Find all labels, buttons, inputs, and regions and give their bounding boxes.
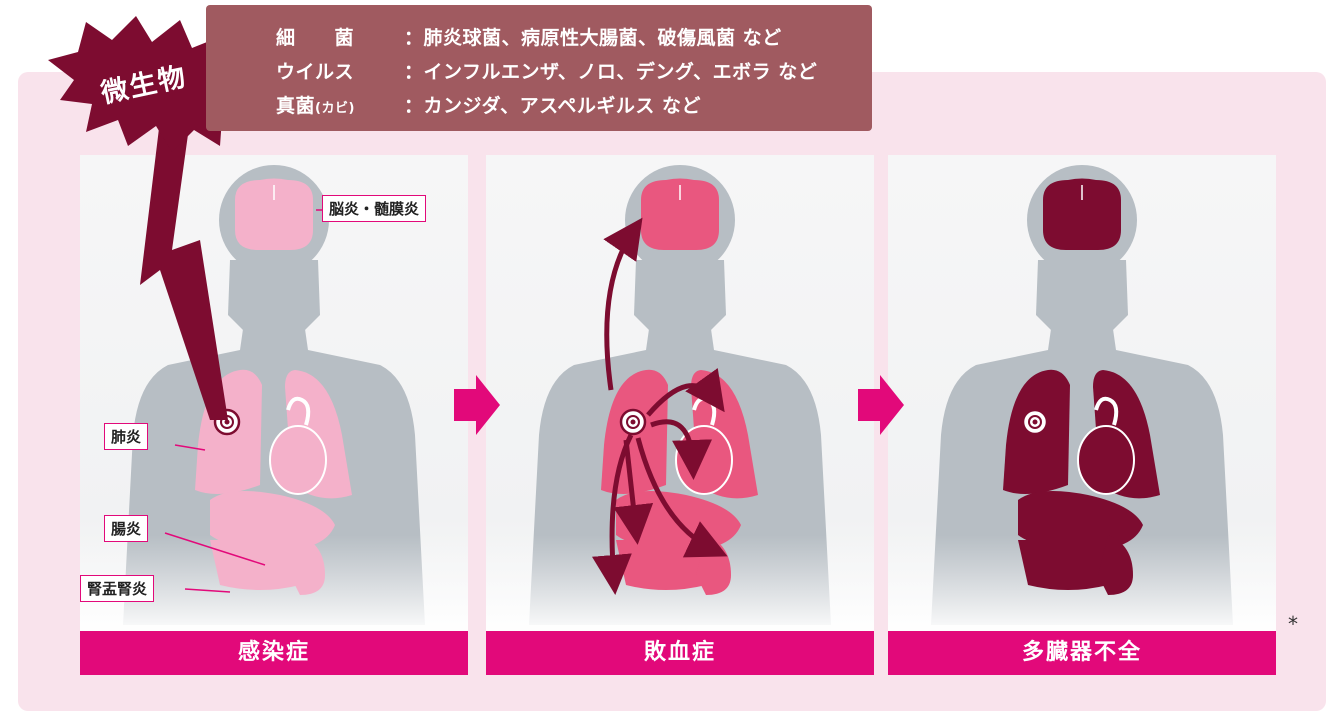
callout-brain: 脳炎・髄膜炎 <box>322 195 427 222</box>
body-figure-organ-failure <box>888 165 1276 635</box>
microbe-separator: ： <box>404 61 424 83</box>
microbe-type-label: 細 菌 <box>276 27 355 49</box>
microbe-type-label: ウイルス <box>276 61 355 83</box>
panel-multiple-organ-failure: 多臓器不全 <box>888 155 1276 675</box>
stage-label-infection: 感染症 <box>80 631 468 675</box>
microbe-examples: インフルエンザ、ノロ、デング、エボラ など <box>423 61 818 83</box>
callout-intestine: 腸炎 <box>104 515 149 542</box>
heart-icon <box>269 396 327 495</box>
microbe-separator: ： <box>404 95 424 117</box>
digestive-organs-icon <box>210 491 335 595</box>
microbe-info-box: 細 菌：肺炎球菌、病原性大腸菌、破傷風菌 など ウイルス：インフルエンザ、ノロ、… <box>206 5 872 131</box>
stage-label-organ-failure: 多臓器不全 <box>888 631 1276 675</box>
microbe-row-bacteria: 細 菌 ：肺炎球菌、病原性大腸菌、破傷風菌 など <box>276 23 782 50</box>
infection-site-icon <box>213 408 241 436</box>
body-figure-sepsis <box>486 165 874 635</box>
heart-icon <box>1077 396 1135 495</box>
next-arrow-icon <box>858 375 904 435</box>
microbe-examples: 肺炎球菌、病原性大腸菌、破傷風菌 など <box>423 27 782 49</box>
brain-icon <box>641 178 719 250</box>
microbe-row-virus: ウイルス ：インフルエンザ、ノロ、デング、エボラ など <box>276 57 817 84</box>
microbe-type-label: 真菌 <box>276 95 316 117</box>
panel-sepsis: 敗血症 <box>486 155 874 675</box>
brain-icon <box>235 178 313 250</box>
microbe-row-fungi: 真菌(カビ) ：カンジダ、アスペルギルス など <box>276 91 701 118</box>
microbe-examples: カンジダ、アスペルギルス など <box>423 95 701 117</box>
callout-kidney: 腎盂腎炎 <box>80 575 155 602</box>
microbe-separator: ： <box>404 27 424 49</box>
spread-arrows <box>591 217 728 595</box>
brain-icon <box>1043 178 1121 250</box>
panel-infection: 感染症 <box>80 155 468 675</box>
callout-lung: 肺炎 <box>104 423 149 450</box>
microbe-type-note: (カビ) <box>315 101 355 116</box>
infection-site-icon <box>619 408 647 436</box>
digestive-organs-icon <box>1018 491 1143 595</box>
next-arrow-icon <box>454 375 500 435</box>
stage-label-sepsis: 敗血症 <box>486 631 874 675</box>
footnote-marker: * <box>1288 612 1298 636</box>
infection-site-icon <box>1021 408 1049 436</box>
